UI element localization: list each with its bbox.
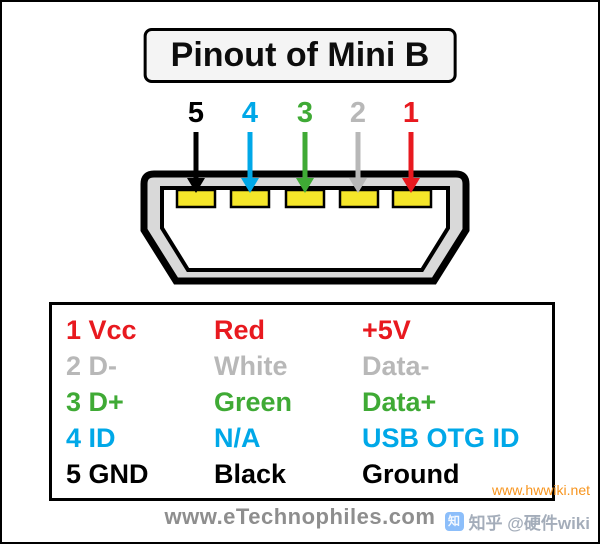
arrow-down-icon bbox=[402, 132, 420, 194]
pin-cell: 1 Vcc bbox=[66, 315, 137, 346]
watermark-zhihu: 知 知乎 @硬件wiki bbox=[444, 509, 590, 534]
function-cell: +5V bbox=[362, 315, 411, 346]
function-cell: USB OTG ID bbox=[362, 422, 520, 453]
function-cell: Data+ bbox=[362, 386, 437, 417]
arrow-down-icon bbox=[296, 132, 314, 194]
arrow-down-icon bbox=[187, 132, 205, 194]
mini-b-connector-diagram bbox=[140, 170, 470, 285]
pin-cell: 4 ID bbox=[66, 422, 116, 453]
zhihu-logo-icon: 知 bbox=[444, 512, 464, 531]
table-row: 4 ID N/A USB OTG ID bbox=[66, 422, 552, 453]
arrow-down-icon bbox=[349, 132, 367, 194]
pin-cell: 2 D- bbox=[66, 351, 118, 382]
pin-number-3: 3 bbox=[296, 97, 314, 129]
wire-color-cell: Black bbox=[214, 458, 287, 489]
table-row: 3 D+ Green Data+ bbox=[66, 386, 552, 417]
table-row: 2 D- White Data- bbox=[66, 353, 552, 380]
pin-number-1: 1 bbox=[402, 97, 420, 129]
wire-color-cell: White bbox=[214, 351, 288, 382]
wire-color-cell: Red bbox=[214, 315, 266, 346]
page-title: Pinout of Mini B bbox=[143, 28, 457, 83]
watermark-hwwiki: www.hwwiki.net bbox=[491, 482, 590, 498]
function-cell: Ground bbox=[362, 458, 460, 489]
watermark-zhihu-text: 知乎 @硬件wiki bbox=[468, 514, 590, 533]
pin-number-4: 4 bbox=[241, 97, 259, 129]
pinout-table: 1 Vcc Red +5V 2 D- White Data- 3 D+ Gree… bbox=[49, 302, 555, 501]
table-row: 5 GND Black Ground bbox=[66, 458, 552, 489]
website-url: www.eTechnophiles.com bbox=[164, 504, 436, 529]
pin-number-2: 2 bbox=[349, 97, 367, 129]
pin-cell: 3 D+ bbox=[66, 386, 124, 417]
pin-cell: 5 GND bbox=[66, 458, 149, 489]
table-row: 1 Vcc Red +5V bbox=[66, 317, 552, 344]
function-cell: Data- bbox=[362, 351, 430, 382]
pin-number-5: 5 bbox=[187, 97, 205, 129]
connector-cavity bbox=[160, 186, 450, 272]
wire-color-cell: N/A bbox=[214, 422, 261, 453]
arrow-down-icon bbox=[241, 132, 259, 194]
wire-color-cell: Green bbox=[214, 386, 293, 417]
